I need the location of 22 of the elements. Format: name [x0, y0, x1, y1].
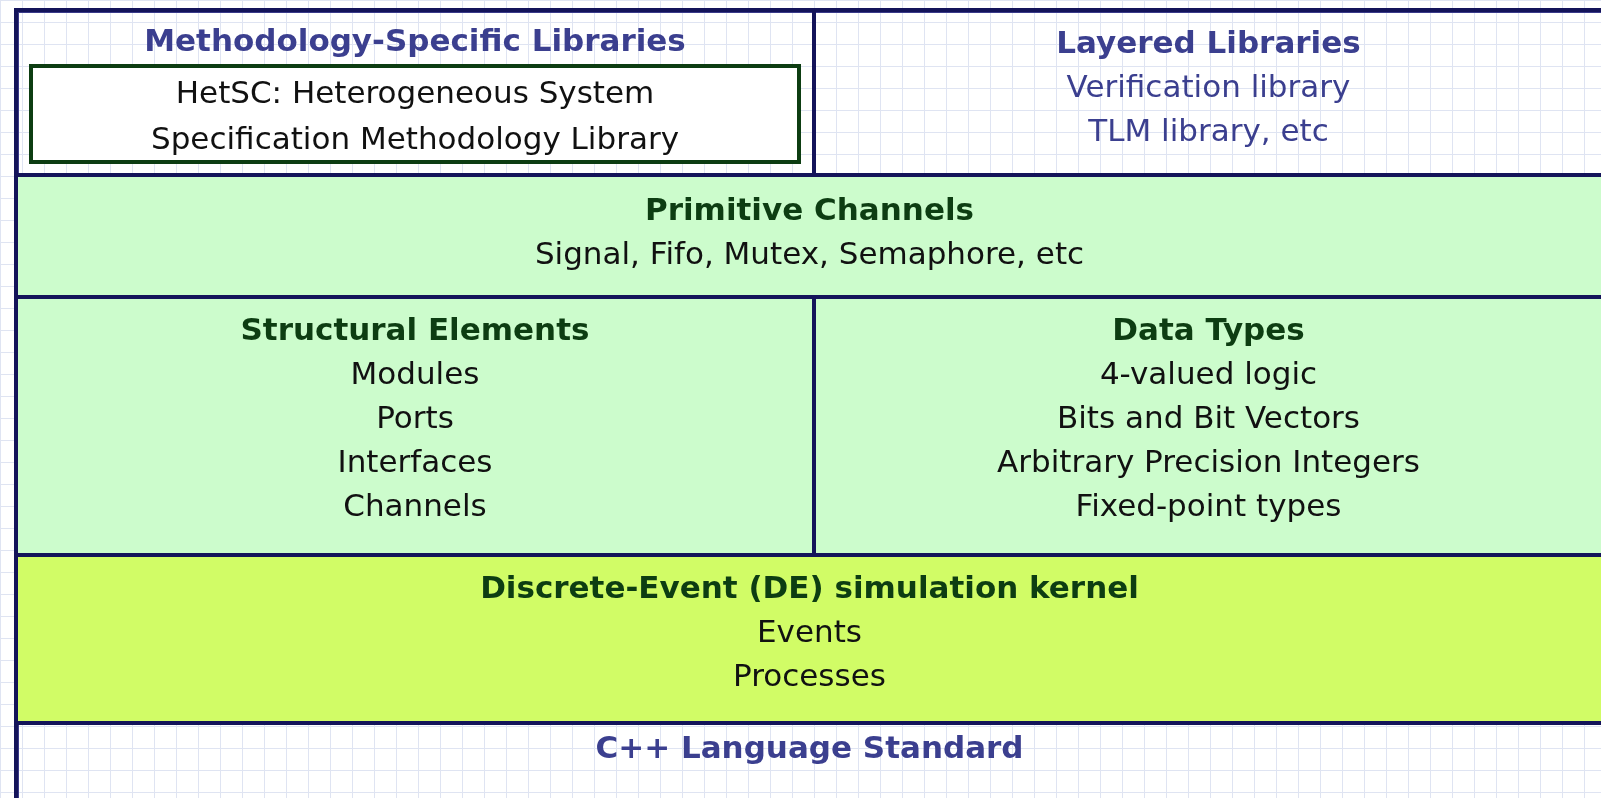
layer-title: Layered Libraries	[1056, 23, 1361, 62]
layer-item: Arbitrary Precision Integers	[997, 442, 1420, 481]
layer-title: Methodology-Specific Libraries	[144, 21, 686, 60]
layer-item: Events	[757, 612, 862, 651]
layer-item: HetSC: Heterogeneous System Specification Methodology Library	[150, 73, 680, 158]
layer-title: Structural Elements	[240, 310, 590, 349]
layer-item: Channels	[343, 486, 487, 525]
layer-item: 4-valued logic	[1099, 354, 1318, 393]
layer-item: Processes	[733, 656, 886, 695]
layer-item: Interfaces	[337, 442, 493, 481]
layer-item: TLM library, etc	[1088, 111, 1329, 150]
layer-title: C++ Language Standard	[595, 728, 1024, 767]
layer-item: Fixed-point types	[1075, 486, 1342, 525]
layer-item: Verification library	[1066, 67, 1351, 106]
layer-item: Signal, Fifo, Mutex, Semaphore, etc	[534, 234, 1085, 273]
layer-item: Modules	[350, 354, 480, 393]
layer-item: Ports	[376, 398, 454, 437]
layer-item: Bits and Bit Vectors	[1056, 398, 1360, 437]
layer-title: Primitive Channels	[645, 190, 974, 229]
layer-title: Data Types	[1112, 310, 1305, 349]
library-box	[29, 64, 801, 164]
layer-title: Discrete-Event (DE) simulation kernel	[480, 568, 1139, 607]
